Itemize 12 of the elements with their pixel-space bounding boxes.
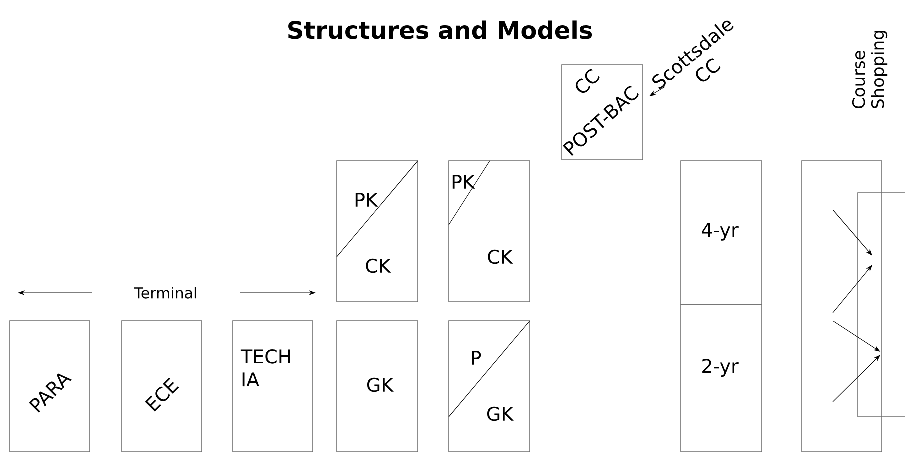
program-box: 2-yr [680,304,762,452]
program-box: TECH IA [232,320,314,452]
program-box [802,160,882,452]
title: Structures and Models [288,20,592,40]
split-box: P GK [448,320,530,452]
column-heading: Course Shopping [852,31,888,109]
split-box: PK CK [448,160,530,302]
program-box: GK [336,320,418,452]
split-box: PK CK [336,160,418,302]
span-label: Terminal [134,287,196,299]
program-box: 4-yr [680,160,762,306]
open-box [858,192,905,418]
